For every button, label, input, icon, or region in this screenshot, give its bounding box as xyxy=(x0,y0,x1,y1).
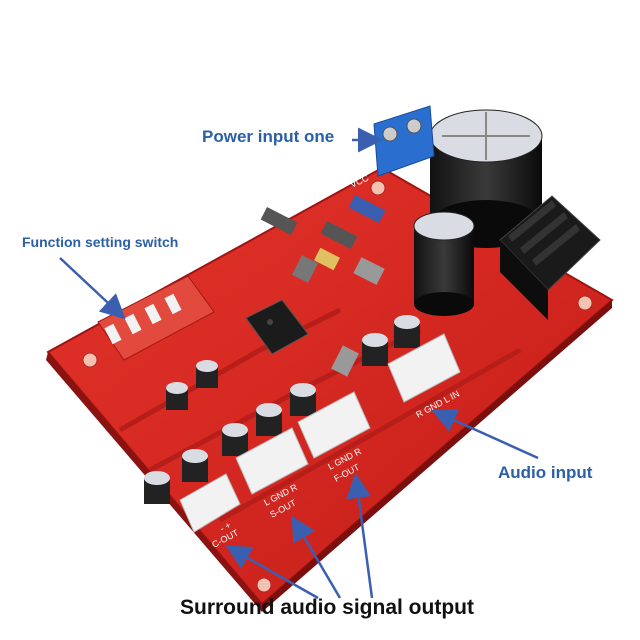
heatsink xyxy=(499,195,601,320)
main-ic-chip xyxy=(245,299,309,355)
c-out-pins-label: - + xyxy=(218,520,232,534)
dip-switch xyxy=(97,275,215,361)
audio-input-callout: Audio input xyxy=(498,463,593,482)
smd-components xyxy=(260,195,386,377)
white-connectors xyxy=(179,333,461,533)
surround-output-callout: Surround audio signal output xyxy=(180,596,474,619)
arrow-icon xyxy=(59,127,539,600)
power-input-callout: Power input one xyxy=(202,127,335,146)
function-switch-callout: Function setting switch xyxy=(22,234,179,250)
small-capacitors xyxy=(144,315,420,504)
power-terminal-block xyxy=(373,105,435,177)
medium-capacitor xyxy=(413,211,475,316)
